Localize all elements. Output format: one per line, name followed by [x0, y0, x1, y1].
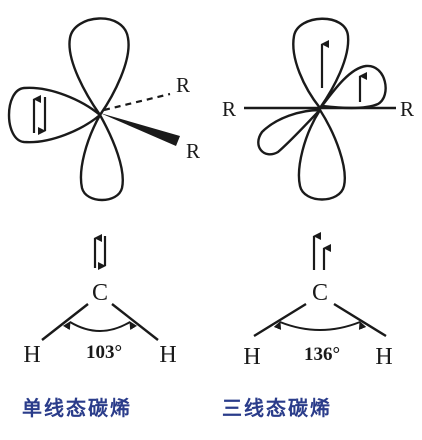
singlet-ch-bond-left [41, 303, 89, 341]
triplet-substituent-label-left: R [222, 97, 236, 121]
singlet-carbene-caption: 单线态碳烯 [22, 396, 132, 420]
triplet-back-lobe [257, 108, 322, 156]
singlet-hydrogen-label-left: H [23, 342, 40, 368]
singlet-ch-bond-right [111, 303, 159, 341]
singlet-p-orbital-upper-lobe [68, 17, 130, 117]
singlet-wedge-bond [100, 113, 180, 146]
singlet-orbital-group [7, 17, 130, 202]
singlet-hydrogen-label-right: H [159, 342, 176, 368]
triplet-unpaired-electron-arrows [320, 40, 367, 102]
triplet-ch-bond-right [333, 302, 387, 338]
singlet-bond-angle-label: 103° [86, 342, 122, 363]
singlet-substituent-label-lower: R [186, 139, 200, 163]
triplet-bond-angle-arc [273, 321, 367, 331]
singlet-p-orbital-lower-lobe [79, 113, 124, 202]
triplet-substituent-label-right: R [400, 97, 414, 121]
triplet-bond-angle-label: 136° [304, 344, 340, 365]
triplet-hydrogen-label-right: H [375, 344, 392, 370]
singlet-bond-angle-arc [62, 321, 138, 332]
triplet-ch-bond-left [253, 302, 307, 338]
singlet-substituent-label-upper: R [176, 73, 190, 97]
triplet-p-orbital-upper-lobe [292, 17, 350, 110]
singlet-sp2-lone-pair-lobe [7, 86, 102, 144]
triplet-hydrogen-label-left: H [243, 344, 260, 370]
triplet-p-orbital-lower-lobe [297, 108, 346, 201]
singlet-carbon-label: C [92, 280, 108, 306]
triplet-carbon-unpaired-electrons [312, 232, 331, 270]
singlet-carbon-lone-pair [93, 234, 107, 270]
singlet-electron-pair-arrows [32, 95, 47, 135]
triplet-carbene-caption: 三线态碳烯 [222, 396, 332, 420]
singlet-dashed-bond [103, 92, 171, 112]
triplet-sp2-lobe [320, 64, 387, 110]
triplet-carbon-label: C [312, 280, 328, 306]
